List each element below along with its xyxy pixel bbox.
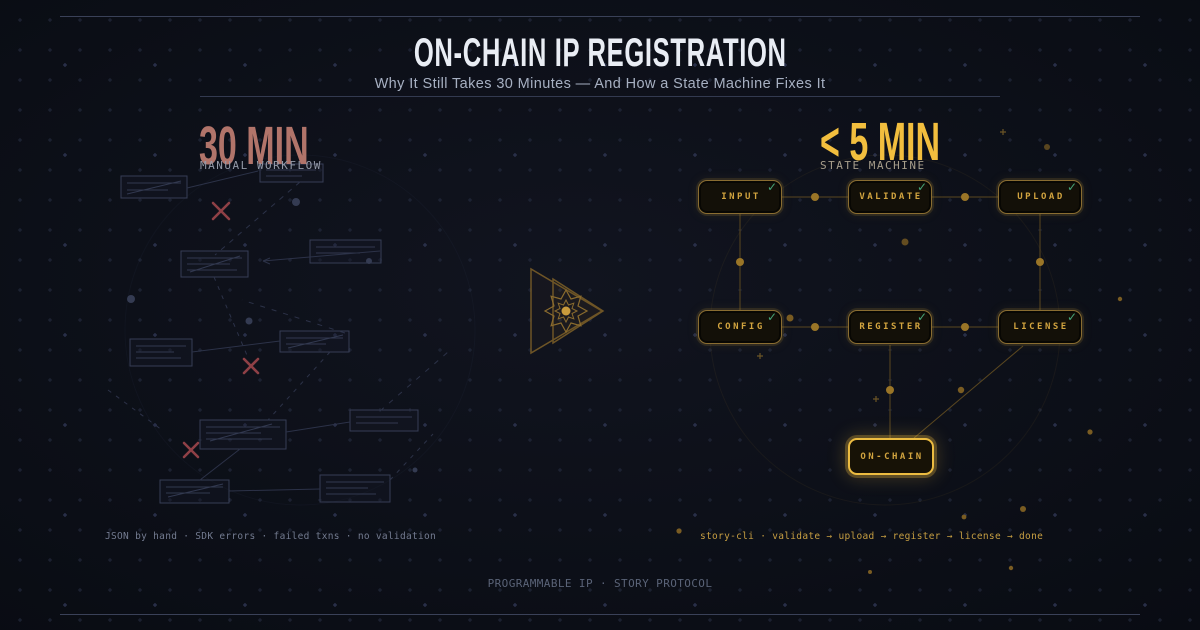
state-node-upload: UPLOAD ✓ xyxy=(998,180,1082,214)
transition-dots xyxy=(736,193,1044,394)
error-x-icon xyxy=(211,201,231,221)
manual-workflow-caption: JSON by hand · SDK errors · failed txns … xyxy=(105,531,437,542)
sketch-connectors xyxy=(107,170,449,492)
gold-plus-marks xyxy=(757,129,1006,402)
state-machine-time-headline: < 5 MIN xyxy=(820,112,941,172)
state-machine-caption: story-cli · validate → upload → register… xyxy=(700,531,1044,542)
manual-workflow-sketch xyxy=(120,163,419,504)
page-subtitle: Why It Still Takes 30 Minutes — And How … xyxy=(374,76,826,92)
error-x-icon xyxy=(242,357,260,375)
error-x-icon xyxy=(182,441,200,459)
check-icon: ✓ xyxy=(916,180,927,194)
error-x-icons xyxy=(182,201,260,459)
state-node-label: REGISTER xyxy=(859,322,923,332)
check-icon: ✓ xyxy=(766,180,777,194)
sketch-box xyxy=(159,479,230,504)
faint-arc xyxy=(124,154,476,506)
state-node-input: INPUT ✓ xyxy=(698,180,782,214)
manual-workflow-label: MANUAL WORKFLOW xyxy=(200,159,322,172)
bottom-rule xyxy=(60,614,1140,615)
state-node-label: ON-CHAIN xyxy=(860,451,924,462)
check-icon: ✓ xyxy=(1066,180,1077,194)
state-node-license: LICENSE ✓ xyxy=(998,310,1082,344)
state-node-label: INPUT xyxy=(721,192,761,202)
state-node-config: CONFIG ✓ xyxy=(698,310,782,344)
check-icon: ✓ xyxy=(1066,310,1077,324)
sketch-box xyxy=(199,419,287,450)
state-machine-label: STATE MACHINE xyxy=(820,159,926,172)
state-node-label: CONFIG xyxy=(717,322,765,332)
transition-arrow-icon xyxy=(530,267,605,355)
state-node-label: UPLOAD xyxy=(1017,192,1065,202)
page-title: ON-CHAIN IP REGISTRATION xyxy=(413,31,787,75)
subtitle-rule xyxy=(200,96,1000,97)
state-node-on-chain: ON-CHAIN xyxy=(848,438,934,475)
manual-time-headline: 30 MIN xyxy=(199,116,309,176)
sketch-box xyxy=(309,239,382,264)
check-icon: ✓ xyxy=(916,310,927,324)
state-node-label: VALIDATE xyxy=(859,192,923,202)
sketch-box-text-lines xyxy=(126,169,412,498)
state-node-label: LICENSE xyxy=(1013,322,1069,332)
top-rule xyxy=(60,16,1140,17)
sketch-box xyxy=(259,163,324,183)
footer-brand: PROGRAMMABLE IP · STORY PROTOCOL xyxy=(487,577,713,590)
sketch-dots xyxy=(127,198,418,473)
sketch-box xyxy=(349,409,419,432)
state-node-validate: VALIDATE ✓ xyxy=(848,180,932,214)
check-icon: ✓ xyxy=(766,310,777,324)
state-node-register: REGISTER ✓ xyxy=(848,310,932,344)
